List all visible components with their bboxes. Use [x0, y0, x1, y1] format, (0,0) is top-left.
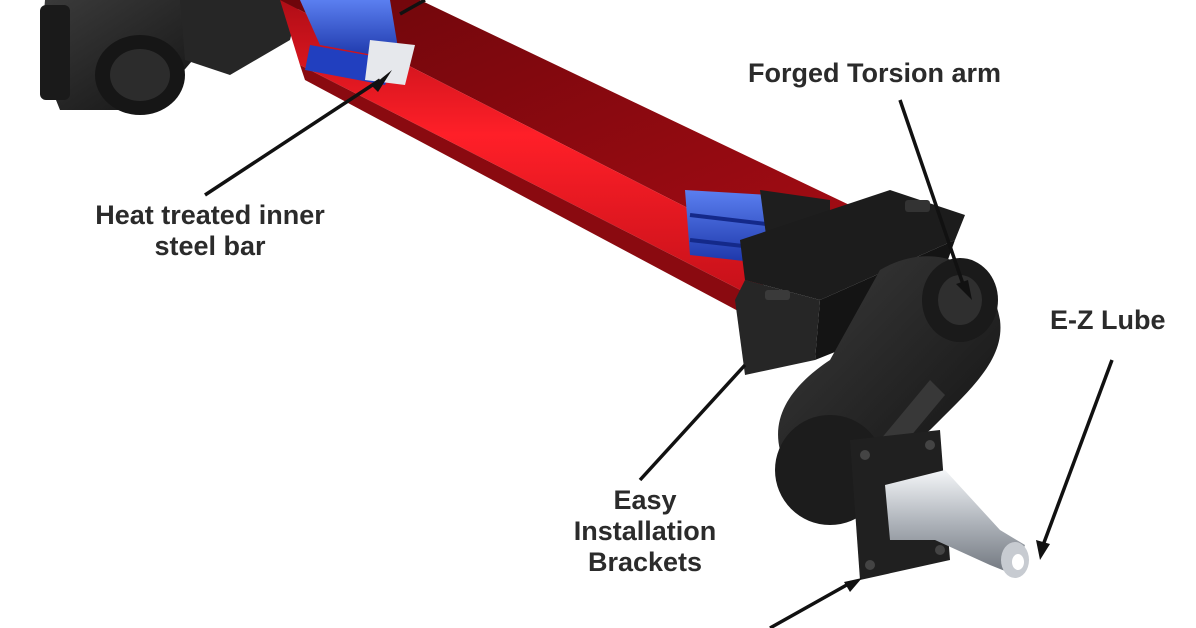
top-leader [399, 0, 426, 16]
label-heat-treated-line-1: Heat treated inner [95, 200, 325, 230]
forged-torsion-arm [775, 256, 1001, 525]
hub-leader [769, 580, 853, 628]
spindle [885, 470, 1029, 578]
ez-lube-arrowhead [1036, 540, 1050, 560]
forged-arm-leader [898, 99, 967, 291]
rubber-cords-left [300, 0, 415, 85]
label-ez-lube: E-Z Lube [1050, 305, 1166, 335]
heat-bar-leader [204, 78, 381, 197]
label-heat-treated-line-2: steel bar [154, 231, 266, 262]
leader-lines [204, 0, 1114, 628]
ez-lube-leader [1040, 359, 1114, 549]
arrowheads [372, 70, 1050, 592]
left-end-hardware [40, 0, 300, 115]
heat-bar-arrowhead [372, 70, 392, 92]
label-heat-treated-bar: Heat treated inner steel bar [60, 200, 360, 262]
brackets-leader [638, 363, 747, 482]
label-brackets-line-3: Brackets [587, 547, 703, 578]
label-installation-brackets: Easy Installation Brackets [540, 485, 750, 578]
forged-arm-arrowhead [956, 280, 972, 300]
label-brackets-line-1: Easy [613, 485, 677, 515]
label-forged-torsion-arm: Forged Torsion arm [748, 58, 1002, 88]
label-brackets-line-2: Installation [573, 516, 717, 547]
hub-arrowhead [844, 578, 862, 592]
